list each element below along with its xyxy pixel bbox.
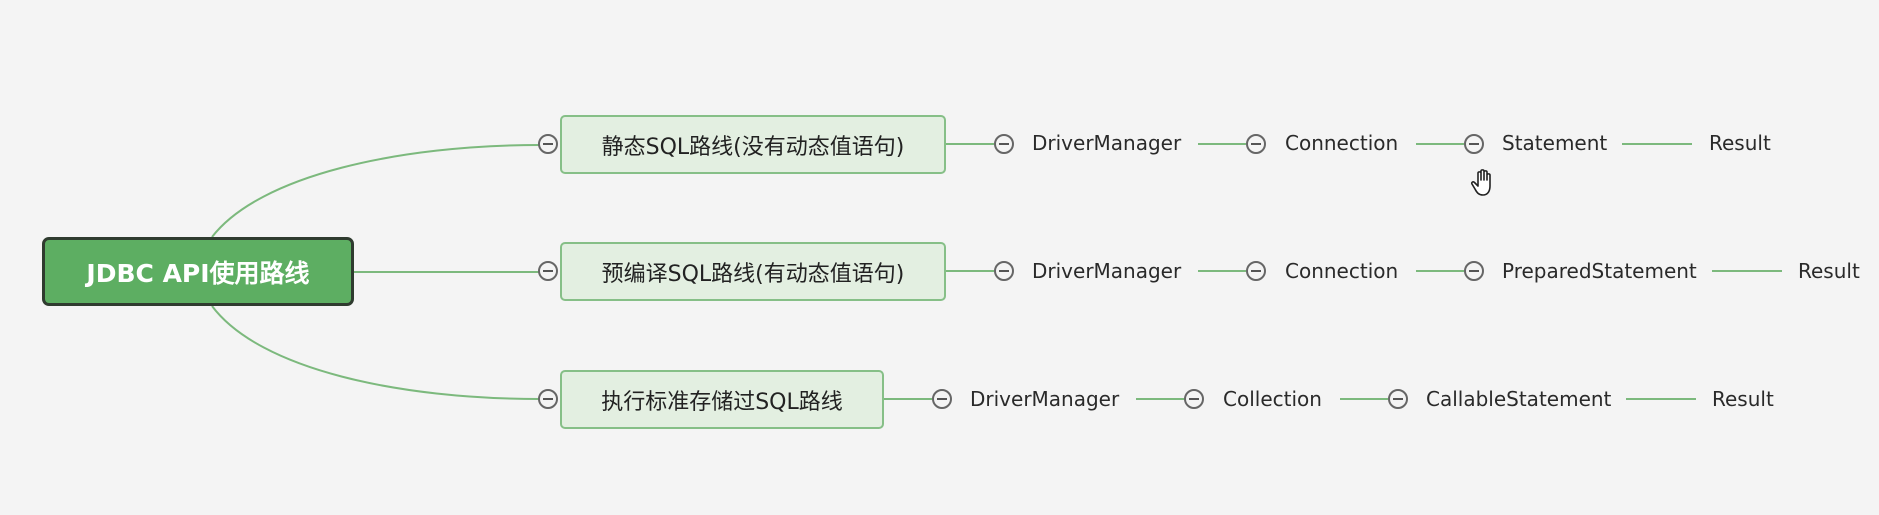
collapse-icon[interactable]	[994, 261, 1014, 281]
leaf-label: Result	[1798, 259, 1860, 283]
leaf-node-result[interactable]: Result	[1798, 259, 1860, 283]
root-node[interactable]: JDBC API使用路线	[42, 237, 354, 306]
collapse-icon[interactable]	[538, 261, 558, 281]
leaf-label: Result	[1712, 387, 1774, 411]
collapse-icon[interactable]	[994, 134, 1014, 154]
leaf-node-drivermanager[interactable]: DriverManager	[1032, 131, 1181, 155]
leaf-node-drivermanager[interactable]: DriverManager	[970, 387, 1119, 411]
leaf-label: DriverManager	[970, 387, 1120, 411]
branch-label: 执行标准存储过SQL路线	[601, 389, 843, 415]
branch-node-static-sql[interactable]: 静态SQL路线(没有动态值语句)	[560, 115, 946, 174]
collapse-icon[interactable]	[932, 389, 952, 409]
leaf-label: CallableStatement	[1426, 387, 1612, 411]
branch-label: 静态SQL路线(没有动态值语句)	[601, 134, 905, 160]
leaf-label: DriverManager	[1032, 259, 1182, 283]
leaf-node-callablestatement[interactable]: CallableStatement	[1426, 387, 1611, 411]
leaf-node-connection[interactable]: Connection	[1285, 259, 1398, 283]
branch-node-prepared-sql[interactable]: 预编译SQL路线(有动态值语句)	[560, 242, 946, 301]
hand-pointer-icon	[1470, 169, 1491, 196]
leaf-node-result[interactable]: Result	[1712, 387, 1774, 411]
leaf-node-collection[interactable]: Collection	[1223, 387, 1322, 411]
leaf-node-statement[interactable]: Statement	[1502, 131, 1607, 155]
collapse-icon[interactable]	[1246, 134, 1266, 154]
leaf-label: Statement	[1502, 131, 1608, 155]
leaf-label: Connection	[1285, 131, 1399, 155]
connector-root-branch-3	[211, 305, 541, 400]
collapse-icon[interactable]	[1464, 134, 1484, 154]
branch-label: 预编译SQL路线(有动态值语句)	[601, 261, 905, 287]
leaf-label: DriverManager	[1032, 131, 1182, 155]
collapse-icon[interactable]	[1184, 389, 1204, 409]
branch-node-stored-procedure-sql[interactable]: 执行标准存储过SQL路线	[560, 370, 884, 429]
collapse-icon[interactable]	[1388, 389, 1408, 409]
leaf-label: PreparedStatement	[1502, 259, 1697, 283]
leaf-node-connection[interactable]: Connection	[1285, 131, 1398, 155]
leaf-label: Connection	[1285, 259, 1399, 283]
connector-root-branch-1	[211, 144, 541, 238]
collapse-icon[interactable]	[1246, 261, 1266, 281]
leaf-node-result[interactable]: Result	[1709, 131, 1771, 155]
leaf-node-preparedstatement[interactable]: PreparedStatement	[1502, 259, 1697, 283]
leaf-label: Collection	[1223, 387, 1322, 411]
leaf-node-drivermanager[interactable]: DriverManager	[1032, 259, 1181, 283]
collapse-icon[interactable]	[1464, 261, 1484, 281]
leaf-label: Result	[1709, 131, 1771, 155]
root-label: JDBC API使用路线	[86, 258, 310, 288]
collapse-icon[interactable]	[538, 134, 558, 154]
collapse-icon[interactable]	[538, 389, 558, 409]
